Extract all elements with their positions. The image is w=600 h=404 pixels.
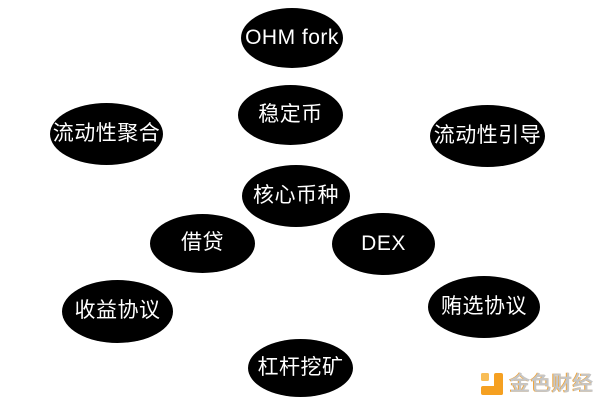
node-label-bribe-protocol: 贿选协议 — [441, 294, 527, 318]
node-label-dex: DEX — [361, 231, 406, 255]
node-label-liquidity-bootstrapping: 流动性引导 — [433, 123, 542, 147]
jinse-logo-horizontal-bar — [481, 386, 503, 395]
node-label-leveraged-mining: 杠杆挖矿 — [257, 355, 344, 379]
node-label-liquidity-aggregation: 流动性聚合 — [52, 121, 161, 145]
node-lending: 借贷 — [150, 214, 255, 273]
node-leveraged-mining: 杠杆挖矿 — [248, 339, 353, 397]
jinse-finance-watermark: 金色财经 — [481, 373, 594, 395]
node-label-yield-protocol: 收益协议 — [74, 299, 161, 322]
node-liquidity-aggregation: 流动性聚合 — [50, 103, 163, 165]
node-dex: DEX — [332, 213, 435, 275]
jinse-logo-square — [481, 373, 489, 381]
node-ohm-fork: OHM fork — [241, 8, 343, 68]
node-label-lending: 借贷 — [181, 231, 224, 254]
node-label-core-coins: 核心币种 — [253, 183, 339, 207]
jinse-logo-vertical-bar — [494, 373, 503, 395]
node-stablecoin: 稳定币 — [238, 85, 343, 145]
node-label-ohm-fork: OHM fork — [245, 25, 339, 49]
node-liquidity-bootstrapping: 流动性引导 — [430, 105, 545, 167]
jinse-logo-icon — [481, 373, 503, 395]
node-bribe-protocol: 贿选协议 — [428, 276, 540, 338]
jinse-brand-text: 金色财经 — [510, 373, 594, 395]
node-label-stablecoin: 稳定币 — [258, 102, 323, 126]
node-core-coins: 核心币种 — [242, 165, 350, 227]
node-yield-protocol: 收益协议 — [62, 280, 173, 343]
